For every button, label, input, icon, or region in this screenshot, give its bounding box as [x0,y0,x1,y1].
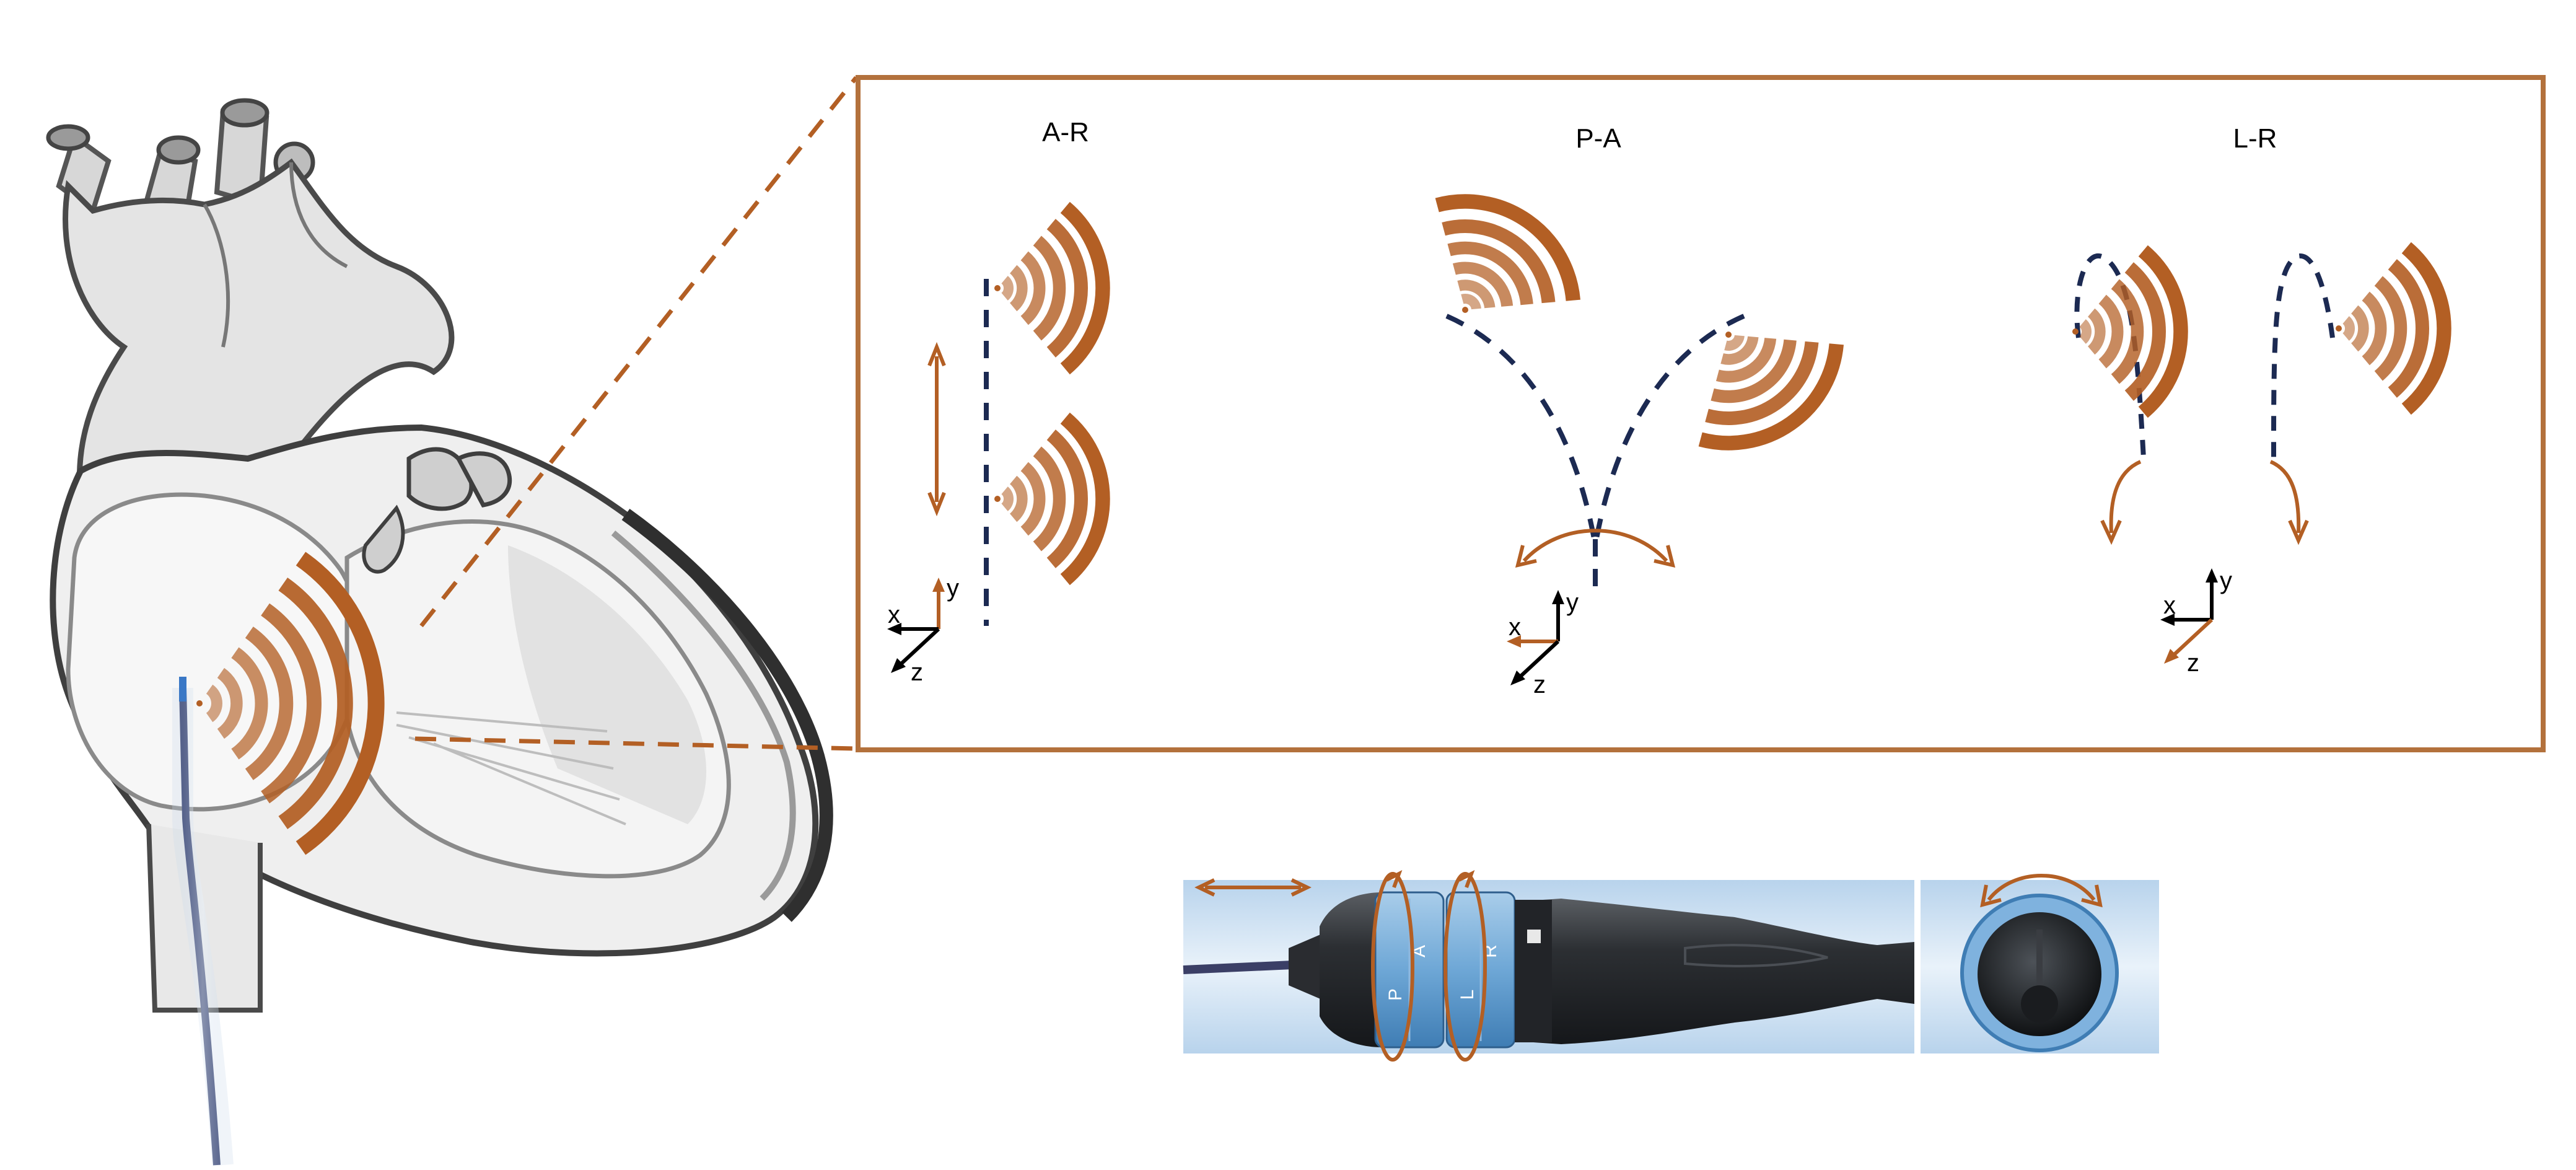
axis-label-x: x [888,601,900,628]
wave-arc [1461,294,1481,310]
wave-arc [217,667,243,739]
wave-arc [2098,294,2124,369]
zoom-guide-line-lower [414,736,857,751]
panel-label-pa: P-A [1575,123,1621,154]
zoom-frame [856,75,2546,752]
panel-ar: y x z [887,201,1110,686]
curved-arrow-icon [1371,869,1487,1062]
wave-arc [1457,279,1496,309]
wave-arc [1020,251,1046,325]
wave-origin-dot [994,285,1001,291]
wave-arc [1705,341,1819,425]
double-arrow-icon [1194,878,1312,897]
panel-label-lr: L-R [2233,123,2277,154]
panel-label-ar: A-R [1042,117,1089,147]
ring-label-p: P [1385,988,1406,1001]
axis-label-z: z [1533,671,1546,698]
wave-arc [1447,241,1533,306]
wave-arc [2342,316,2355,341]
wave-arc [1715,337,1777,383]
axis-label-y: y [947,574,959,602]
wave-arc [2138,245,2188,418]
axis-triad-ar: y x z [887,574,959,686]
wave-arc [1033,446,1066,552]
wave-arc [2362,291,2387,366]
wave-arc [278,578,353,829]
wave-arc [1020,462,1046,536]
catheter-handle-image: P A L R [1183,869,1914,1062]
wave-arc [1046,429,1088,568]
wave-arc [2374,276,2407,381]
wave-arc [2350,305,2369,352]
axis-label-x: x [1509,614,1521,641]
zoom-guide-line-upper [419,76,858,628]
wave-arc [231,647,268,760]
ultrasound-wave-icon [196,552,385,855]
ultrasound-wave-icon [994,201,1110,375]
axis-label-y: y [1566,589,1579,616]
wave-arc [1060,412,1110,586]
wave-arc [2401,242,2451,415]
wave-origin-dot [2072,328,2079,335]
wave-arc [1442,219,1556,304]
wave-origin-dot [2336,325,2342,332]
wave-arc [2124,262,2166,401]
axis-label-z: z [2187,649,2199,677]
wave-arc [1001,276,1014,301]
wave-arc [206,684,222,723]
panel-lr: y x z [2072,242,2451,677]
wave-arc [296,552,385,855]
wave-origin-dot [196,700,203,706]
wave-arc [1009,265,1028,312]
ultrasound-wave-icon [994,412,1110,586]
double-arrow-icon [927,341,946,517]
axis-label-y: y [2220,567,2232,594]
wave-arc [1720,336,1759,365]
axis-label-x: x [2163,592,2176,619]
ultrasound-wave-icon [2336,242,2451,415]
wave-arc [1060,201,1110,375]
wave-origin-dot [1462,307,1468,313]
wave-arc [1435,194,1581,301]
wave-arc [1033,235,1066,341]
wave-arc [1001,486,1014,511]
wave-arc [1046,219,1088,358]
wave-arc [1711,339,1797,403]
ultrasound-wave-icon [2072,245,2188,418]
wave-arc [1452,262,1514,307]
wave-origin-dot [1725,332,1732,338]
wave-arc [1724,335,1745,351]
handle-end-view-image [1921,874,2159,1053]
axis-triad-pa: y x z [1507,589,1579,698]
wave-arc [2079,319,2092,344]
ultrasound-wave-icon [1435,194,1581,313]
wave-origin-dot [994,496,1001,502]
wave-arc [1698,343,1844,451]
wave-arc [245,627,294,780]
wave-arc [2111,279,2144,384]
ultrasound-wave-icon [1698,332,1844,451]
wave-arc [261,603,322,804]
axis-triad-lr: y x z [2160,567,2232,677]
curved-arrow-icon [1515,529,1676,568]
panel-pa: y x z [1435,194,1844,698]
curved-arrow-icon [2100,460,2309,545]
axis-label-z: z [911,659,923,686]
wave-arc [2388,259,2429,398]
ring-label-l: L [1457,990,1478,1000]
wave-arc [2087,308,2106,355]
wave-arc [1009,475,1028,522]
